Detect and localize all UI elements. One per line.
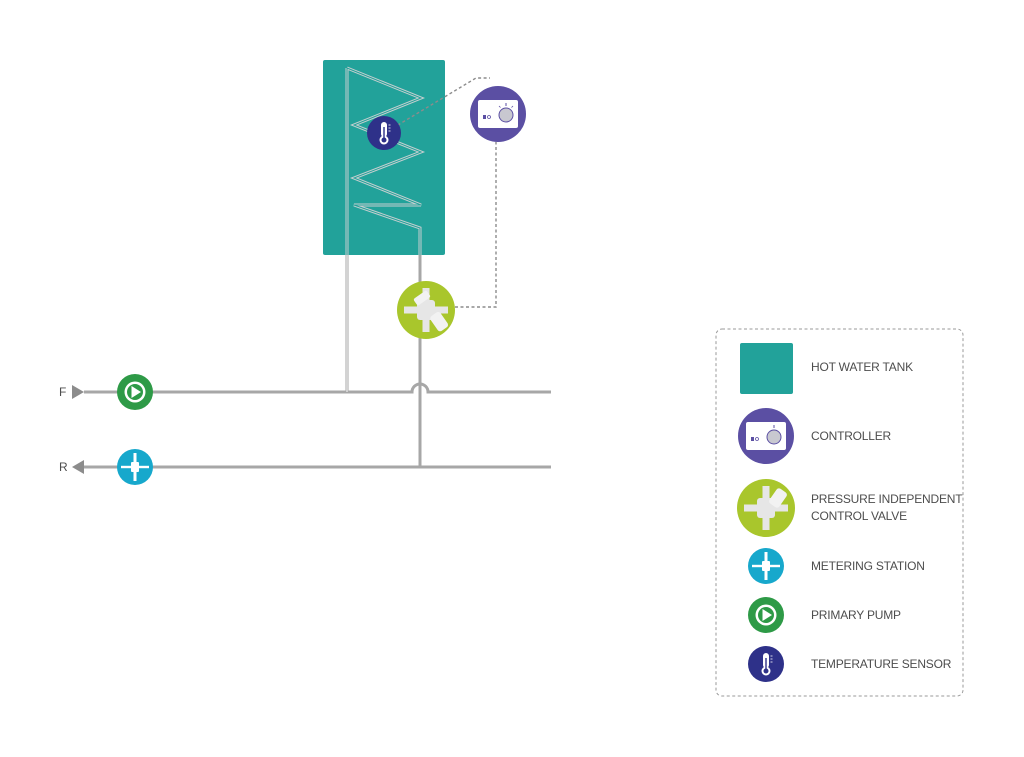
flow-label: F xyxy=(59,385,66,399)
flow-pipe xyxy=(84,382,551,394)
flow-arrow xyxy=(72,385,84,399)
legend-frame xyxy=(715,328,964,697)
legend-metering-swatch xyxy=(748,548,784,584)
valve-icon xyxy=(404,288,449,332)
primary-pump xyxy=(117,374,153,410)
controller-icon xyxy=(478,100,518,128)
legend-metering-label: METERING STATION xyxy=(811,559,925,573)
sensor-signal xyxy=(392,77,490,129)
controller-icon xyxy=(746,422,786,450)
valve-signal xyxy=(455,142,497,308)
legend-pump-swatch xyxy=(748,597,784,633)
legend-pump-label: PRIMARY PUMP xyxy=(811,608,901,622)
thermometer-icon xyxy=(379,122,391,145)
temperature-sensor xyxy=(367,116,401,150)
legend: HOT WATER TANK CONTROLLER xyxy=(715,328,964,697)
legend-sensor-swatch xyxy=(748,646,784,682)
control-signals xyxy=(392,77,497,308)
legend-valve-label: PRESSURE INDEPENDENT xyxy=(811,492,963,506)
hot-water-tank xyxy=(323,60,445,255)
pump-icon xyxy=(755,604,777,626)
legend-sensor-label: TEMPERATURE SENSOR xyxy=(811,657,952,671)
pump-icon xyxy=(124,381,146,403)
legend-tank-label: HOT WATER TANK xyxy=(811,360,913,374)
valve-icon xyxy=(744,486,788,530)
legend-tank-swatch xyxy=(740,343,793,394)
meter-icon xyxy=(752,552,780,580)
meter-icon xyxy=(121,453,149,481)
legend-valve-label-line2: CONTROL VALVE xyxy=(811,509,907,523)
return-label: R xyxy=(59,460,68,474)
legend-controller-swatch xyxy=(738,408,794,464)
legend-valve-swatch xyxy=(737,479,795,537)
legend-controller-label: CONTROLLER xyxy=(811,429,892,443)
control-valve xyxy=(397,281,455,339)
metering-station xyxy=(117,449,153,485)
return-arrow xyxy=(72,460,84,474)
controller xyxy=(470,86,526,142)
thermometer-icon xyxy=(761,653,773,676)
